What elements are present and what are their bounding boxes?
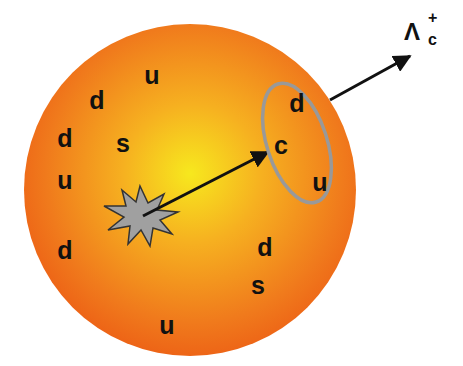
- quark-label: c: [274, 133, 288, 158]
- hadron-arrow: [330, 56, 410, 100]
- particle-symbol: Λ: [404, 20, 420, 44]
- particle-subscript: c: [428, 32, 437, 48]
- quark-label: s: [251, 273, 265, 298]
- fireball-region: dudsuddsudcu: [22, 22, 358, 358]
- quark-label: u: [144, 63, 159, 88]
- hadron-ellipse: dcu: [256, 78, 338, 208]
- quark-label: d: [89, 88, 104, 113]
- quark-label: d: [289, 91, 304, 116]
- quark-label: d: [257, 235, 272, 260]
- quark-label: d: [57, 126, 72, 151]
- quark-label: s: [116, 131, 130, 156]
- quark-label: u: [312, 170, 327, 195]
- particle-superscript: +: [428, 10, 437, 26]
- quark-label: d: [57, 238, 72, 263]
- quark-label: u: [57, 168, 72, 193]
- quark-label: u: [159, 313, 174, 338]
